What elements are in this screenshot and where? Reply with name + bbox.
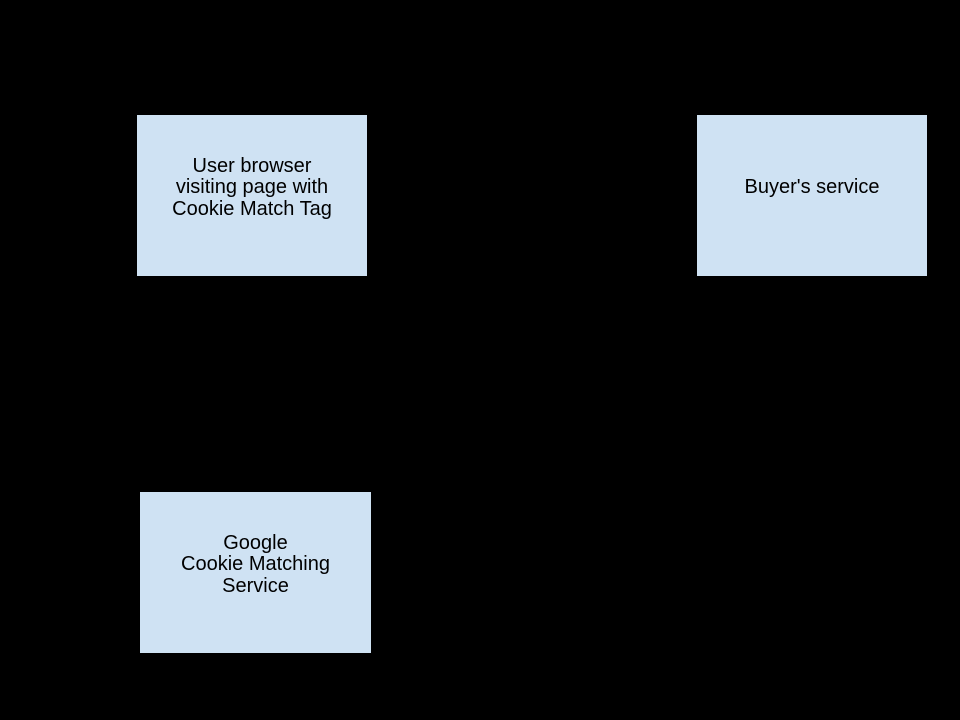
node-google-cookie-matching-service-label: Google Cookie Matching Service — [140, 531, 371, 598]
node-user-browser: User browser visiting page with Cookie M… — [136, 114, 368, 277]
label-line: Buyer's service — [744, 176, 880, 199]
label-line: Service — [222, 574, 289, 597]
node-buyers-service: Buyer's service — [696, 114, 928, 277]
label-line: User browser — [192, 154, 312, 177]
label-line: Cookie Matching — [181, 553, 330, 576]
node-user-browser-label: User browser visiting page with Cookie M… — [137, 154, 367, 221]
label-line: visiting page with — [175, 176, 329, 199]
label-line: Google — [223, 531, 288, 554]
node-buyers-service-label: Buyer's service — [697, 176, 927, 199]
node-google-cookie-matching-service: Google Cookie Matching Service — [139, 491, 372, 654]
label-line: Cookie Match Tag — [172, 197, 332, 220]
